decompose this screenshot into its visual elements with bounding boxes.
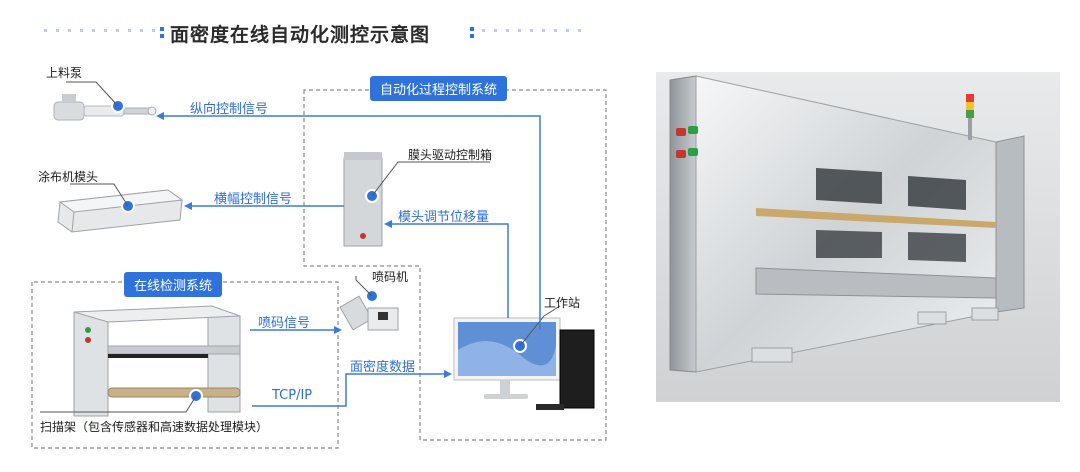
printer-label: 喷码机 xyxy=(372,270,409,284)
page-title: 面密度在线自动化测控示意图 xyxy=(170,24,431,46)
print-signal-label: 喷码信号 xyxy=(258,316,311,331)
workstation-label: 工作站 xyxy=(544,296,581,310)
printer-image xyxy=(339,295,399,331)
feed-pump-image xyxy=(53,94,157,121)
workstation-image xyxy=(453,317,595,410)
signal-arrows xyxy=(162,115,541,407)
arrow-heads xyxy=(156,112,452,378)
controller-cabinet-image xyxy=(343,152,383,247)
tcpip-label: TCP/IP xyxy=(272,388,313,403)
auto-control-dashed-box xyxy=(303,89,607,441)
feed-pump-label: 上料泵 xyxy=(46,66,83,80)
online-detect-dashed-box xyxy=(31,281,339,449)
online-detect-system-tag: 在线检测系统 xyxy=(124,272,223,297)
scanner-machine-photo xyxy=(656,72,1060,402)
coater-die-label: 涂布机模头 xyxy=(38,170,99,184)
die-shift-label: 模头调节位移量 xyxy=(398,210,490,225)
transverse-signal-label: 横幅控制信号 xyxy=(214,192,293,207)
title-dots-right xyxy=(470,27,581,38)
scanner-label: 扫描架（包含传感器和高速数据处理模块） xyxy=(40,420,269,434)
coater-die-image xyxy=(57,189,184,233)
leader-lines xyxy=(40,81,561,413)
density-data-label: 面密度数据 xyxy=(350,360,416,375)
die-controller-label: 膜头驱动控制箱 xyxy=(408,148,493,162)
auto-control-system-tag: 自动化过程控制系统 xyxy=(370,76,508,101)
title-dots-left xyxy=(44,27,164,38)
longitudinal-signal-label: 纵向控制信号 xyxy=(190,102,269,117)
scanner-image xyxy=(73,305,241,417)
